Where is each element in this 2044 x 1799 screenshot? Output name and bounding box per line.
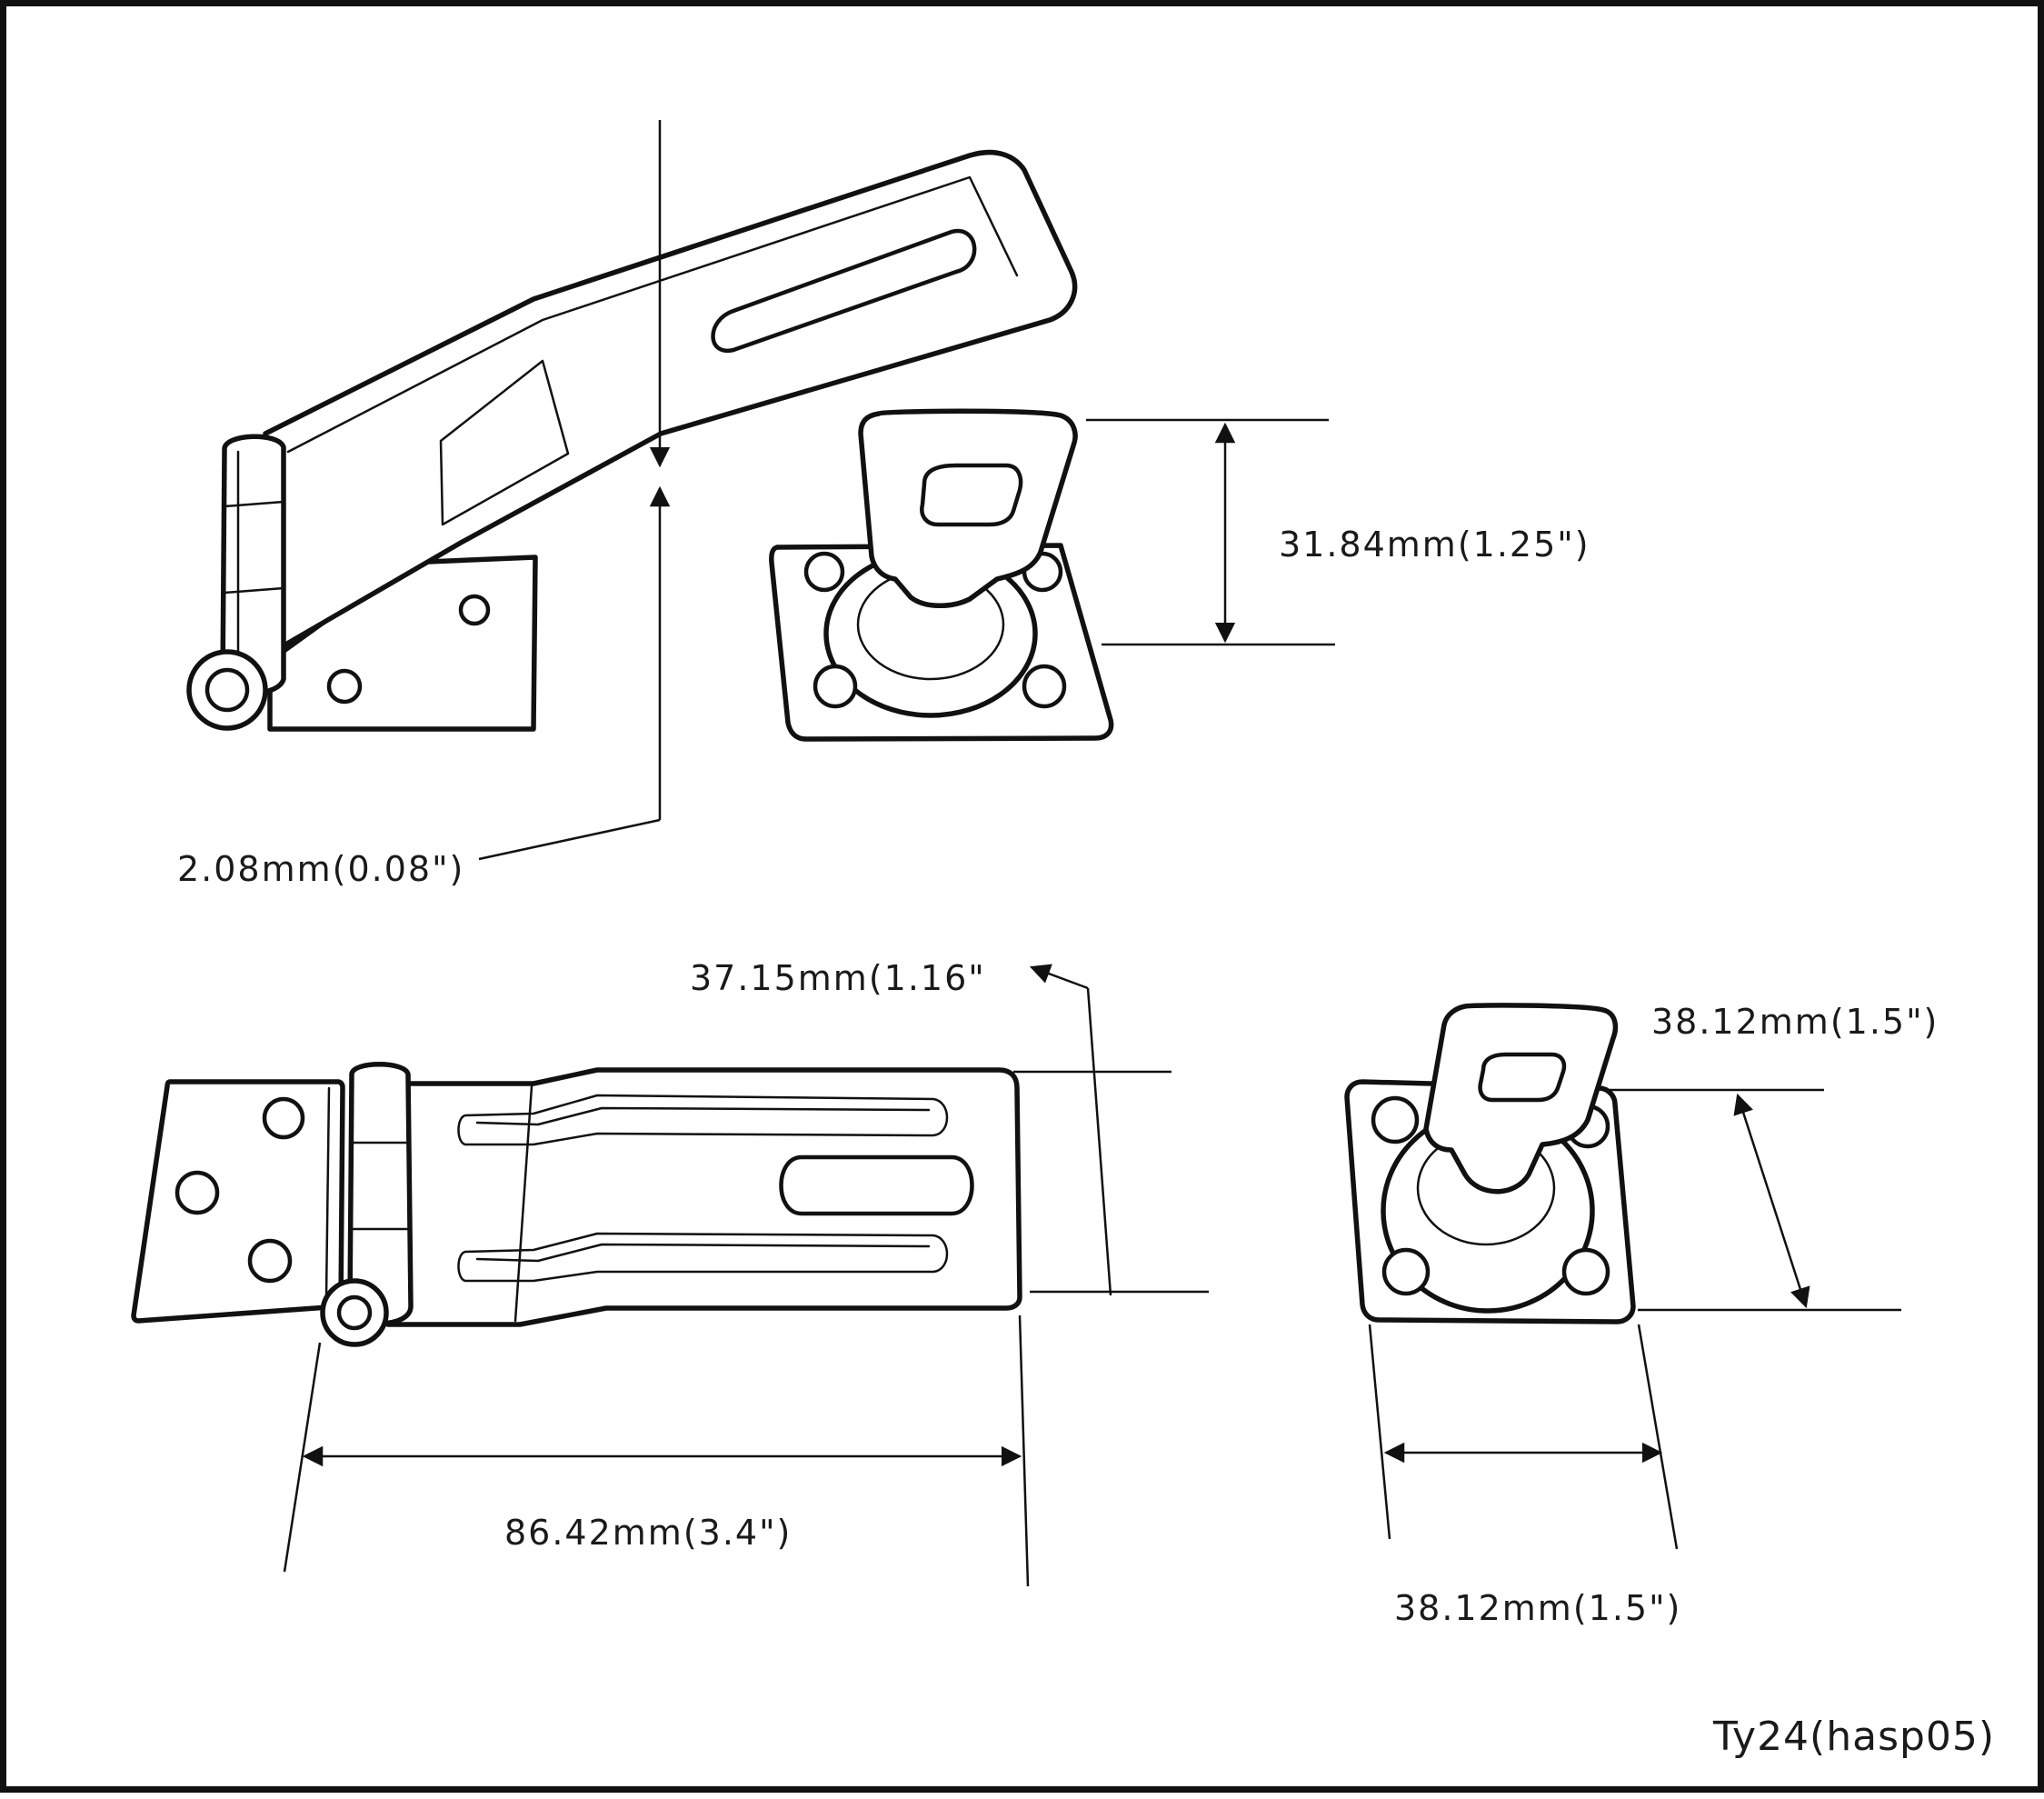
model-code: Ty24(hasp05) bbox=[1712, 1714, 1995, 1760]
dimension-lines bbox=[283, 120, 1901, 1587]
strap-rib-upper bbox=[457, 1094, 949, 1146]
hasp-top-view bbox=[131, 1062, 1022, 1347]
hasp-perspective bbox=[186, 149, 1078, 732]
staple-screw-hole bbox=[813, 664, 858, 709]
thickness-label: 2.08mm(0.08") bbox=[177, 849, 464, 889]
staple-loop-slot-top-view bbox=[1478, 1052, 1567, 1103]
staple-screw-hole bbox=[1022, 664, 1067, 709]
hasp-length-label: 86.42mm(3.4") bbox=[504, 1513, 792, 1553]
hasp-strap bbox=[385, 1067, 1022, 1327]
staple-loop-slot bbox=[920, 463, 1023, 527]
leaf-screw-hole bbox=[262, 1096, 305, 1140]
base-screw-hole bbox=[326, 668, 363, 705]
strap-rib-lower bbox=[457, 1232, 949, 1283]
staple-screw-hole bbox=[1371, 1095, 1420, 1144]
arm-bend-face bbox=[439, 359, 570, 526]
leaf-screw-hole bbox=[247, 1238, 293, 1284]
technical-drawing: 2.08mm(0.08") 31.84mm(1.25") 37.15mm(1.1… bbox=[131, 120, 1995, 1760]
base-screw-hole bbox=[458, 594, 491, 626]
staple-height-top-label: 31.84mm(1.25") bbox=[1279, 525, 1590, 565]
arm-ridge-line bbox=[286, 175, 1019, 454]
staple-height-side-label: 38.12mm(1.5") bbox=[1651, 1002, 1939, 1042]
staple-perspective bbox=[769, 408, 1114, 742]
hasp-hinge-leaf bbox=[131, 1079, 345, 1324]
leaf-screw-hole bbox=[174, 1170, 220, 1215]
staple-screw-hole bbox=[1561, 1247, 1610, 1296]
hasp-width-label: 37.15mm(1.16" bbox=[690, 958, 986, 998]
hasp-slot bbox=[711, 228, 977, 354]
staple-screw-hole bbox=[803, 551, 845, 593]
staple-screw-hole bbox=[1381, 1247, 1431, 1296]
strap-slot bbox=[779, 1154, 974, 1216]
staple-top-view bbox=[1344, 1003, 1636, 1324]
staple-width-label: 38.12mm(1.5") bbox=[1394, 1588, 1681, 1628]
